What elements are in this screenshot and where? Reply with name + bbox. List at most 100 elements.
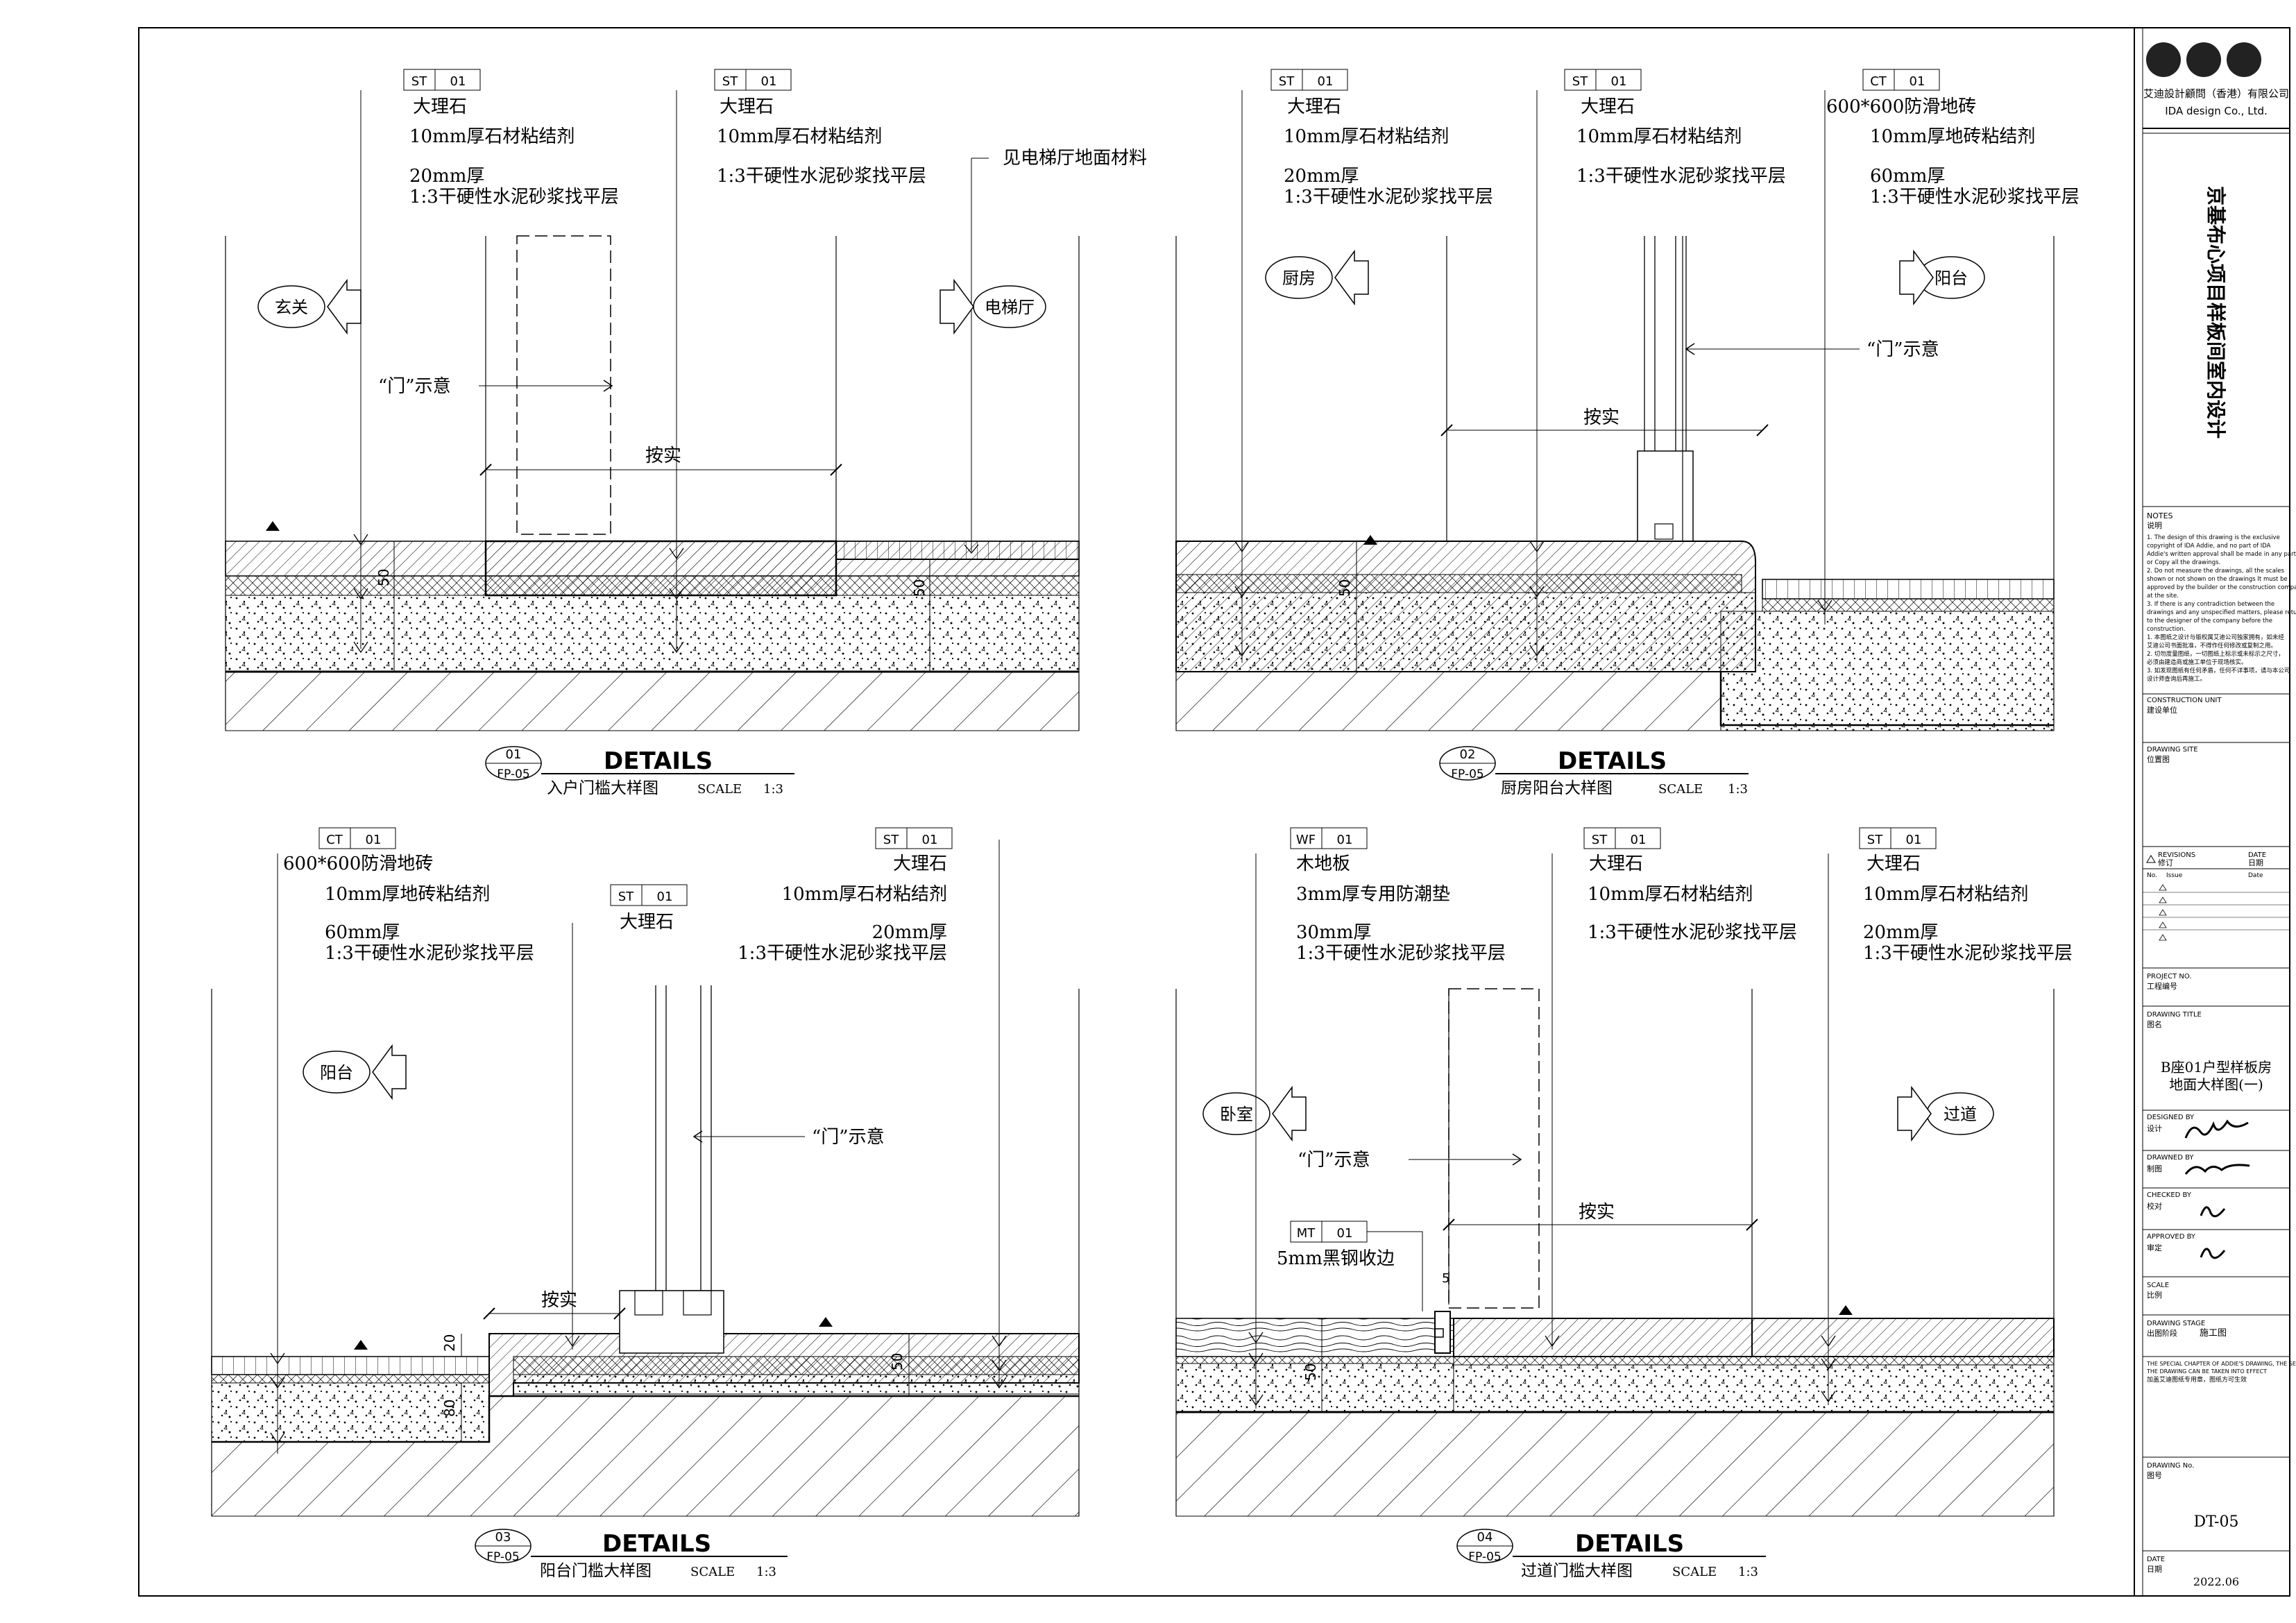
note-line: drawings and any unspecified matters, pl… bbox=[2147, 609, 2296, 616]
scale-value: 1:3 bbox=[756, 1565, 776, 1579]
note-line: 2. Do not measure the drawings, all the … bbox=[2147, 568, 2285, 575]
seal-note-en2: THE DRAWING CAN BE TAKEN INTO EFFECT bbox=[2146, 1368, 2267, 1375]
threshold-stone bbox=[484, 540, 837, 597]
room-label-right: 阳台 bbox=[1934, 269, 1968, 288]
marble-layer bbox=[1453, 1318, 2055, 1357]
scale-value: 1:3 bbox=[763, 782, 783, 797]
label-stone-adhesive: 10mm厚石材粘结剂 bbox=[717, 126, 882, 147]
drawing-no-label-cn: 图号 bbox=[2147, 1471, 2162, 1480]
date-label: DATE bbox=[2248, 851, 2266, 859]
drawing-title-line1: B座01户型样板房 bbox=[2161, 1059, 2272, 1076]
label-mortar: 1:3干硬性水泥砂浆找平层 bbox=[1296, 943, 1506, 964]
note-line: 3. If there is any contradiction between… bbox=[2147, 601, 2274, 608]
label-stone-adhesive: 10mm厚石材粘结剂 bbox=[1588, 884, 1753, 905]
note-line: or Copy all the drawings. bbox=[2147, 559, 2220, 566]
scale-label: SCALE bbox=[1672, 1565, 1717, 1579]
label-mortar: 1:3干硬性水泥砂浆找平层 bbox=[1284, 187, 1493, 207]
label-marble: 大理石 bbox=[1581, 96, 1635, 117]
label-thickness: 20mm厚 bbox=[409, 166, 484, 187]
drawing-date: 2022.06 bbox=[2193, 1575, 2239, 1588]
drawing-no-label: DRAWING No. bbox=[2147, 1462, 2194, 1470]
tag-code: CT bbox=[1870, 74, 1887, 89]
label-marble: 大理石 bbox=[1287, 96, 1341, 117]
label-wood: 木地板 bbox=[1296, 853, 1350, 874]
notes-text: 1. The design of this drawing is the exc… bbox=[2147, 534, 2296, 683]
room-label-right: 过道 bbox=[1944, 1105, 1977, 1124]
lift-lobby-tiles bbox=[835, 541, 1080, 560]
site-label-cn: 位置图 bbox=[2147, 754, 2170, 764]
door-frame bbox=[619, 1290, 724, 1354]
adhesive-layer bbox=[1175, 574, 1742, 593]
details-heading: DETAILS bbox=[602, 1530, 711, 1558]
dim-50: 50 bbox=[1336, 579, 1353, 597]
stage-value: 施工图 bbox=[2200, 1328, 2227, 1339]
label-marble: 大理石 bbox=[1866, 853, 1921, 874]
note-line: to the designer of the company before th… bbox=[2147, 618, 2272, 624]
room-bubble bbox=[1265, 256, 1333, 299]
date-label-cn: 日期 bbox=[2248, 858, 2263, 867]
title-block: 艾迪設計顧問（香港）有限公司 IDA design Co., Ltd. 京基布心… bbox=[2143, 42, 2296, 1588]
arrow-left-icon bbox=[327, 278, 362, 335]
note-line: at the site. bbox=[2147, 593, 2179, 600]
label-mortar: 1:3干硬性水泥砂浆找平层 bbox=[738, 943, 947, 964]
detail-number: 03 bbox=[495, 1530, 511, 1545]
scale-value: 1:3 bbox=[1738, 1565, 1758, 1579]
label-stone-adhesive: 10mm厚石材粘结剂 bbox=[1576, 126, 1742, 147]
detail-number: 01 bbox=[506, 747, 522, 762]
slab-layer bbox=[225, 671, 1080, 731]
detail-title: 过道门槛大样图 bbox=[1521, 1562, 1633, 1580]
company-cn: 艾迪設計顧問（香港）有限公司 bbox=[2143, 87, 2289, 100]
material-tag: CT 01 bbox=[1862, 69, 1940, 91]
scale-label: SCALE bbox=[697, 782, 742, 797]
notes-header-cn: 说明 bbox=[2147, 520, 2162, 530]
room-label-left: 玄关 bbox=[275, 298, 308, 317]
project-no-label-cn: 工程编号 bbox=[2147, 981, 2177, 991]
label-verify: 按实 bbox=[541, 1290, 577, 1311]
tag-number: 01 bbox=[922, 833, 938, 847]
approved-label-cn: 审定 bbox=[2147, 1243, 2162, 1252]
tag-number: 01 bbox=[1631, 833, 1647, 847]
designed-label: DESIGNED BY bbox=[2147, 1114, 2195, 1121]
drawn-label-cn: 制图 bbox=[2147, 1164, 2162, 1173]
tag-code: ST bbox=[1572, 74, 1588, 89]
scale-label-cn: 比例 bbox=[2147, 1290, 2162, 1300]
mortar-layer bbox=[1175, 1363, 1454, 1413]
rev-col-issue: Issue bbox=[2166, 872, 2183, 879]
room-label-left: 卧室 bbox=[1220, 1105, 1253, 1124]
drawing-title-label: DRAWING TITLE bbox=[2147, 1011, 2202, 1019]
unit-label-cn: 建设单位 bbox=[2147, 705, 2177, 715]
label-thickness: 60mm厚 bbox=[1870, 166, 1945, 187]
room-label-right: 电梯厅 bbox=[985, 298, 1035, 317]
approved-label: APPROVED BY bbox=[2147, 1233, 2196, 1241]
drawing-title-line2: 地面大样图(一) bbox=[2169, 1076, 2263, 1093]
room-bubble bbox=[1202, 1092, 1270, 1135]
label-lift-material: 见电梯厅地面材料 bbox=[1003, 148, 1147, 169]
project-no-label: PROJECT NO. bbox=[2147, 973, 2192, 980]
tag-code: MT bbox=[1297, 1226, 1316, 1241]
logo-circle bbox=[2227, 42, 2261, 77]
label-tile: 600*600防滑地砖 bbox=[1826, 96, 1976, 117]
label-pad: 3mm厚专用防潮垫 bbox=[1296, 884, 1450, 905]
tag-number: 01 bbox=[366, 833, 382, 847]
arrow-left-icon bbox=[1334, 249, 1369, 306]
label-marble: 大理石 bbox=[893, 853, 947, 874]
label-tile-adhesive: 10mm厚地砖粘结剂 bbox=[1870, 126, 2035, 147]
scale-label: SCALE bbox=[2147, 1282, 2169, 1289]
logo-circle bbox=[2186, 42, 2221, 77]
material-tag: ST 01 bbox=[714, 69, 792, 91]
note-line: 3. 如发现图纸有任何矛盾，任何不详事项，请与本公司 bbox=[2147, 667, 2290, 674]
date-field-label-cn: 日期 bbox=[2147, 1565, 2162, 1574]
material-tag: ST 01 bbox=[875, 827, 953, 849]
tag-code: ST bbox=[1279, 74, 1295, 89]
revision-triangle-icon bbox=[2146, 855, 2156, 863]
material-tag: ST 01 bbox=[610, 884, 688, 906]
dim-5: 5 bbox=[1442, 1271, 1449, 1286]
mortar-layer bbox=[225, 595, 1080, 672]
site-label: DRAWING SITE bbox=[2147, 746, 2198, 754]
sheet-ref: FP-05 bbox=[1451, 767, 1483, 781]
checker-signature bbox=[2200, 1206, 2226, 1218]
sheet-ref: FP-05 bbox=[486, 1550, 519, 1564]
drawing-title-label-cn: 图名 bbox=[2147, 1019, 2162, 1029]
label-stone-adhesive: 10mm厚石材粘结剂 bbox=[1284, 126, 1449, 147]
checked-label: CHECKED BY bbox=[2147, 1191, 2192, 1199]
